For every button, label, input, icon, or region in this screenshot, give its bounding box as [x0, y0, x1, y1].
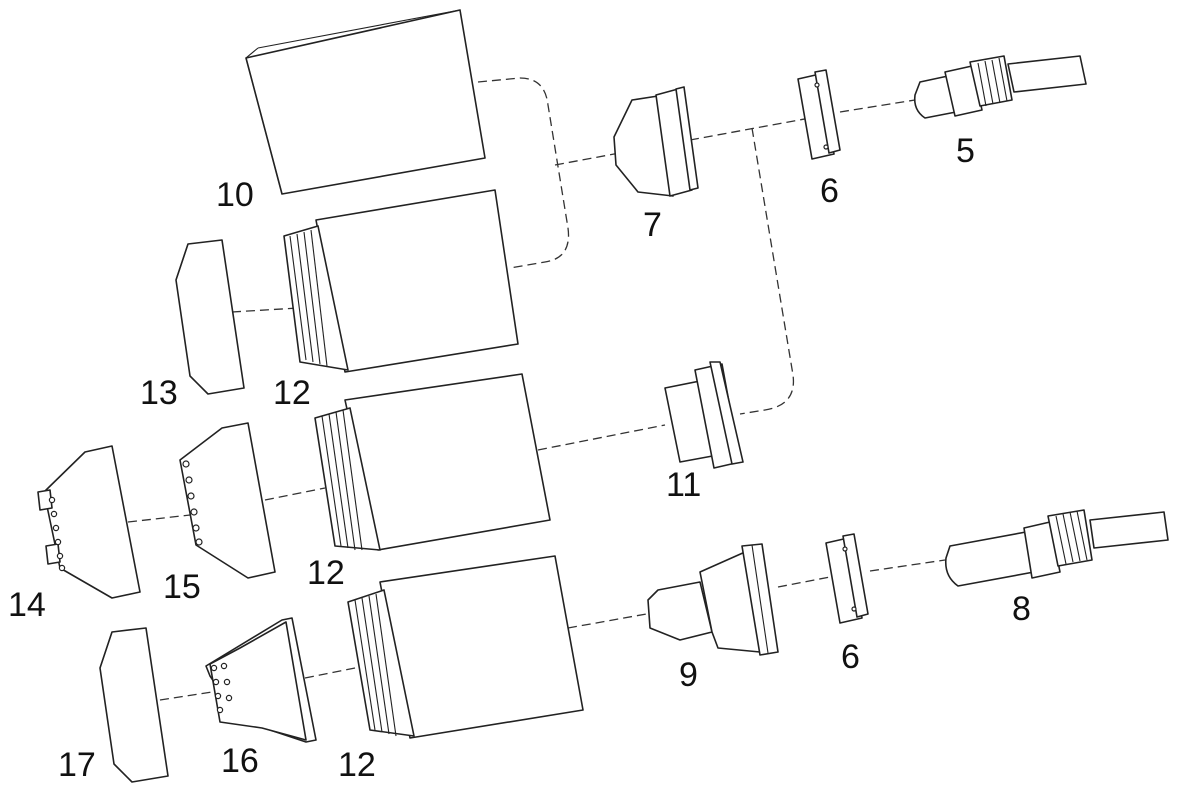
part-5-electrode	[913, 55, 1087, 119]
label-part-12-a: 12	[273, 374, 311, 412]
label-part-17: 17	[58, 746, 96, 784]
label-part-16: 16	[221, 742, 259, 780]
label-part-5: 5	[956, 132, 975, 170]
label-part-7: 7	[643, 206, 662, 244]
part-14-shield	[37, 445, 141, 599]
part-16-shield	[205, 617, 317, 743]
part-13-cap	[175, 239, 245, 395]
part-11-adapter	[664, 361, 744, 469]
assembly-lines	[127, 77, 946, 701]
label-part-12-c: 12	[338, 746, 376, 784]
label-part-6-bottom: 6	[841, 638, 860, 676]
part-12-body-c	[347, 555, 584, 739]
label-part-10: 10	[216, 176, 254, 214]
part-12-body-b	[314, 373, 551, 551]
part-12-body-a	[283, 189, 519, 373]
part-6-ring-bottom	[825, 533, 869, 624]
part-15-shield	[179, 422, 276, 579]
label-part-15: 15	[163, 568, 201, 606]
part-8-electrode	[944, 509, 1169, 587]
label-part-12-b: 12	[307, 554, 345, 592]
label-part-9: 9	[679, 656, 698, 694]
label-part-11: 11	[666, 466, 702, 504]
part-7-adapter	[613, 86, 699, 197]
part-9-adapter	[647, 543, 779, 656]
label-part-14: 14	[8, 586, 46, 624]
label-part-8: 8	[1012, 590, 1031, 628]
part-17-cap	[99, 627, 169, 783]
label-part-6-top: 6	[820, 172, 839, 210]
label-part-13: 13	[140, 374, 178, 412]
part-6-ring-top	[797, 69, 841, 160]
part-10-housing	[245, 9, 486, 195]
